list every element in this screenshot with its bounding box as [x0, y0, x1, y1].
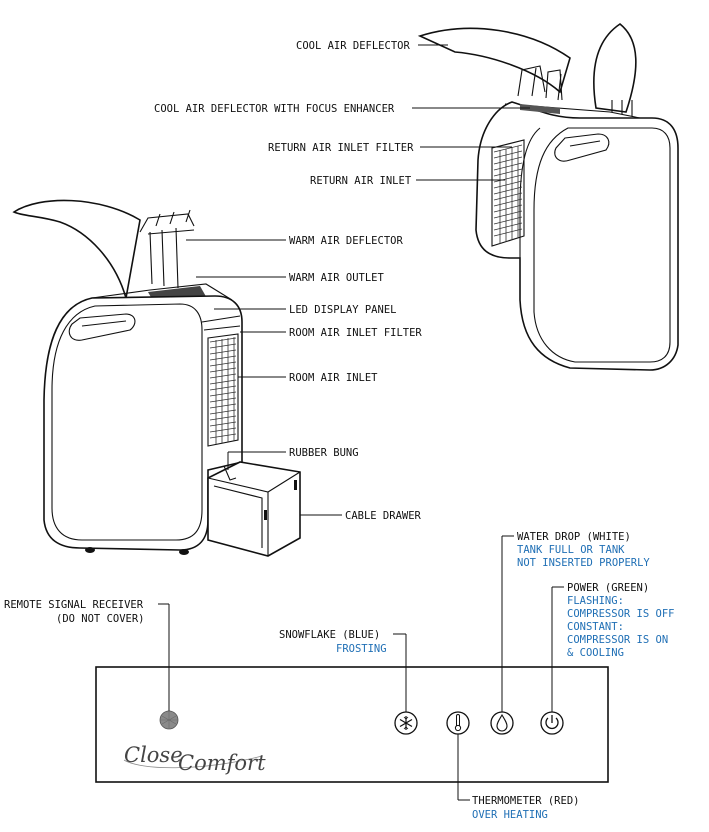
label-return-air-inlet: RETURN AIR INLET	[310, 175, 412, 187]
label-snowflake: SNOWFLAKE (BLUE)	[279, 629, 380, 641]
note-snowflake: FROSTING	[336, 643, 387, 655]
label-cool-air-deflector-focus: COOL AIR DEFLECTOR WITH FOCUS ENHANCER	[154, 103, 395, 115]
cool-air-deflector-right	[593, 23, 637, 113]
svg-text:Comfort: Comfort	[178, 751, 266, 775]
note-power-2: COMPRESSOR IS OFF	[567, 608, 674, 620]
label-room-air-inlet-filter: ROOM AIR INLET FILTER	[289, 327, 422, 339]
rear-view-unit	[417, 23, 679, 371]
front-view-unit	[12, 199, 301, 557]
svg-text:Close: Close	[124, 743, 183, 767]
room-air-inlet-grille	[207, 333, 239, 447]
note-water-drop-1: TANK FULL OR TANK	[517, 544, 625, 556]
note-power-3: CONSTANT:	[567, 621, 624, 633]
cable-drawer	[207, 461, 301, 557]
rear-unit-leaders	[412, 44, 530, 181]
label-warm-air-outlet: WARM AIR OUTLET	[289, 272, 385, 284]
rear-handle	[554, 133, 610, 162]
snowflake-icon	[394, 711, 418, 735]
note-water-drop-2: NOT INSERTED PROPERLY	[517, 557, 650, 569]
label-remote-signal-receiver-note: (DO NOT COVER)	[56, 613, 145, 625]
front-unit-body	[43, 295, 243, 551]
close-comfort-logo: Close Comfort	[123, 743, 266, 775]
label-power: POWER (GREEN)	[567, 582, 649, 594]
panel-leaders	[158, 535, 564, 801]
label-rubber-bung: RUBBER BUNG	[289, 447, 359, 459]
note-power-1: FLASHING:	[567, 595, 624, 607]
label-led-display-panel: LED DISPLAY PANEL	[289, 304, 396, 316]
front-handle	[68, 313, 136, 341]
warm-air-deflector	[12, 199, 141, 299]
front-unit-leaders	[186, 239, 342, 516]
note-power-5: & COOLING	[567, 647, 624, 659]
led-display-panel: Close Comfort	[95, 666, 609, 783]
note-power-4: COMPRESSOR IS ON	[567, 634, 668, 646]
label-cool-air-deflector: COOL AIR DEFLECTOR	[296, 40, 410, 52]
thermometer-icon	[446, 711, 470, 735]
label-cable-drawer: CABLE DRAWER	[345, 510, 422, 522]
label-remote-signal-receiver: REMOTE SIGNAL RECEIVER	[4, 599, 144, 611]
label-room-air-inlet: ROOM AIR INLET	[289, 372, 378, 384]
power-icon	[540, 711, 564, 735]
note-thermometer: OVER HEATING	[472, 809, 548, 821]
water-drop-icon	[490, 711, 514, 735]
label-thermometer: THERMOMETER (RED)	[472, 795, 579, 807]
rear-unit-body	[475, 101, 679, 371]
label-water-drop: WATER DROP (WHITE)	[517, 531, 631, 543]
label-warm-air-deflector: WARM AIR DEFLECTOR	[289, 235, 403, 247]
cool-air-deflector	[417, 27, 571, 94]
label-return-air-inlet-filter: RETURN AIR INLET FILTER	[268, 142, 414, 154]
return-air-inlet-grille	[491, 139, 525, 247]
